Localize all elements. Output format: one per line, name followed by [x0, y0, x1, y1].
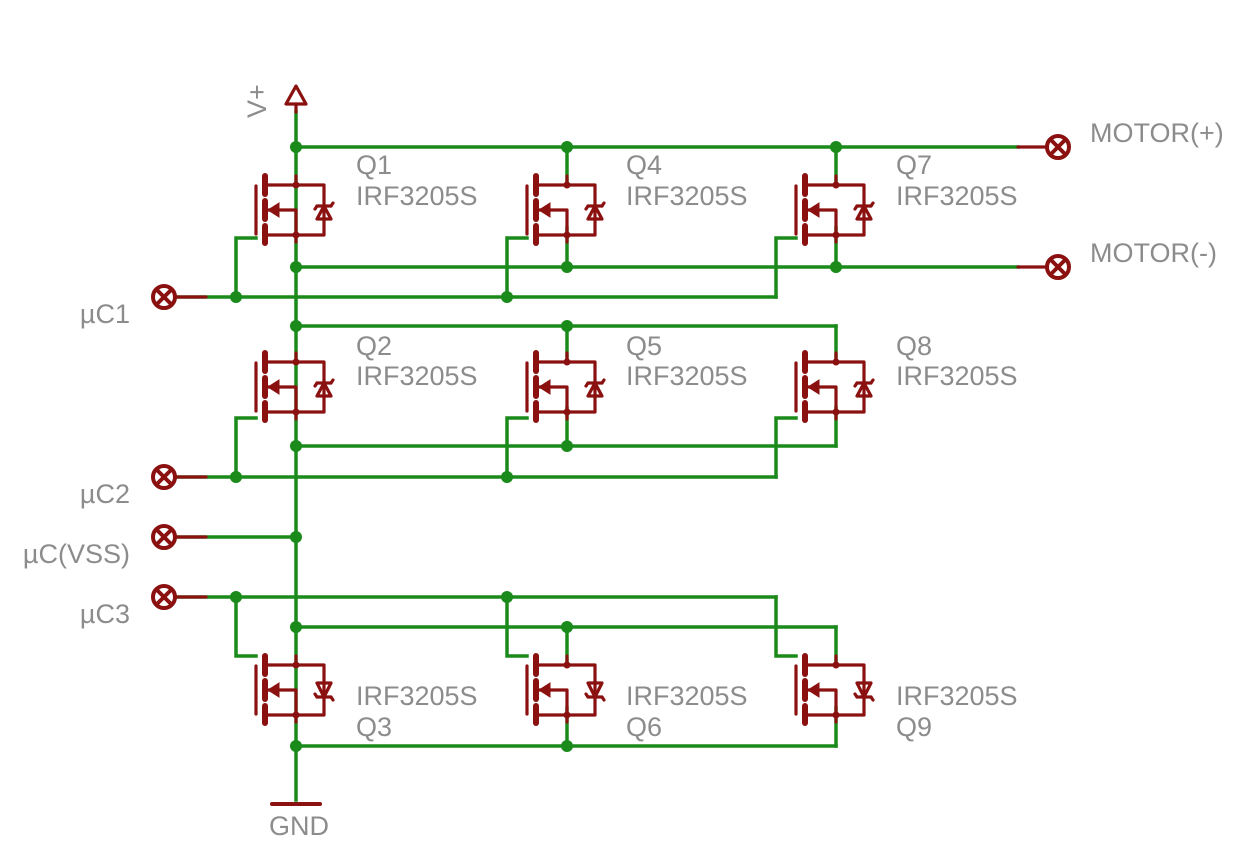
vplus-label: V+ — [242, 84, 272, 118]
junction-dot — [501, 591, 513, 603]
motor-minus-label: MOTOR(-) — [1090, 238, 1217, 268]
q4-name-label: Q4 — [626, 150, 662, 180]
q5-gate-wire — [505, 416, 529, 479]
part-labels: Q1 IRF3205S Q4 IRF3205S Q7 IRF3205S Q2 I… — [356, 150, 1018, 742]
q8-part-label: IRF3205S — [896, 361, 1018, 391]
terminal-uc1 — [151, 284, 208, 310]
junction-dot — [290, 531, 302, 543]
mosfet-q4-symbol — [527, 176, 604, 243]
q4-gate-wire — [505, 236, 529, 299]
mosfet-q3-symbol — [256, 656, 333, 723]
q2-gate-wire — [234, 416, 258, 479]
terminal-uc3 — [151, 584, 208, 610]
q7-gate-wire — [774, 236, 798, 299]
q2-name-label: Q2 — [356, 331, 392, 361]
q6-name-label: Q6 — [626, 712, 662, 742]
junctions — [230, 141, 842, 752]
junction-dot — [230, 471, 242, 483]
junction-dot — [290, 141, 302, 153]
q6-part-label: IRF3205S — [626, 681, 748, 711]
terminal-uc2-icon — [151, 464, 177, 490]
mosfet-q6-symbol — [527, 656, 604, 723]
q8-name-label: Q8 — [896, 331, 932, 361]
q7-name-label: Q7 — [896, 150, 932, 180]
terminal-motor-minus — [1016, 254, 1071, 280]
junction-dot — [290, 740, 302, 752]
terminal-motor-minus-icon — [1045, 254, 1071, 280]
junction-dot — [561, 141, 573, 153]
q9-part-label: IRF3205S — [896, 681, 1018, 711]
q3-part-label: IRF3205S — [356, 681, 478, 711]
mosfet-q8-symbol — [796, 353, 873, 420]
q5-part-label: IRF3205S — [626, 361, 748, 391]
q6-gate-wire — [505, 595, 529, 658]
q8-gate-wire — [774, 416, 798, 479]
mosfet-q5-symbol — [527, 353, 604, 420]
q1-part-label: IRF3205S — [356, 181, 478, 211]
mosfet-q7-symbol — [796, 176, 873, 243]
junction-dot — [290, 621, 302, 633]
terminal-uc1-icon — [151, 284, 177, 310]
motor-plus-label: MOTOR(+) — [1090, 118, 1224, 148]
terminal-uc3-icon — [151, 584, 177, 610]
gnd-label: GND — [269, 811, 329, 841]
junction-dot — [230, 291, 242, 303]
junction-dot — [830, 141, 842, 153]
junction-dot — [290, 261, 302, 273]
terminal-uc2 — [151, 464, 208, 490]
junction-dot — [561, 320, 573, 332]
q9-name-label: Q9 — [896, 712, 932, 742]
junction-dot — [830, 261, 842, 273]
junction-dot — [230, 591, 242, 603]
uc-vss-label: µC(VSS) — [23, 539, 130, 569]
q5-name-label: Q5 — [626, 331, 662, 361]
junction-dot — [290, 440, 302, 452]
terminal-uc-vss — [151, 524, 208, 550]
vplus-symbol — [284, 84, 308, 114]
q1-name-label: Q1 — [356, 150, 392, 180]
uc3-label: µC3 — [80, 599, 130, 629]
q1-gate-wire — [234, 236, 258, 299]
q3-name-label: Q3 — [356, 712, 392, 742]
uc2-label: µC2 — [80, 479, 130, 509]
junction-dot — [501, 291, 513, 303]
q3-gate-wire — [234, 595, 258, 658]
junction-dot — [290, 320, 302, 332]
q9-gate-wire — [774, 595, 798, 658]
q4-part-label: IRF3205S — [626, 181, 748, 211]
junction-dot — [561, 261, 573, 273]
terminal-motor-plus — [1016, 134, 1071, 160]
terminal-uc-vss-icon — [151, 524, 177, 550]
junction-dot — [501, 471, 513, 483]
terminal-motor-plus-icon — [1045, 134, 1071, 160]
junction-dot — [561, 440, 573, 452]
mosfet-q2-symbol — [256, 353, 333, 420]
uc1-label: µC1 — [80, 299, 130, 329]
mosfet-q1-symbol — [256, 176, 333, 243]
junction-dot — [561, 740, 573, 752]
mosfet-q9-symbol — [796, 656, 873, 723]
q7-part-label: IRF3205S — [896, 181, 1018, 211]
q2-part-label: IRF3205S — [356, 361, 478, 391]
junction-dot — [561, 621, 573, 633]
